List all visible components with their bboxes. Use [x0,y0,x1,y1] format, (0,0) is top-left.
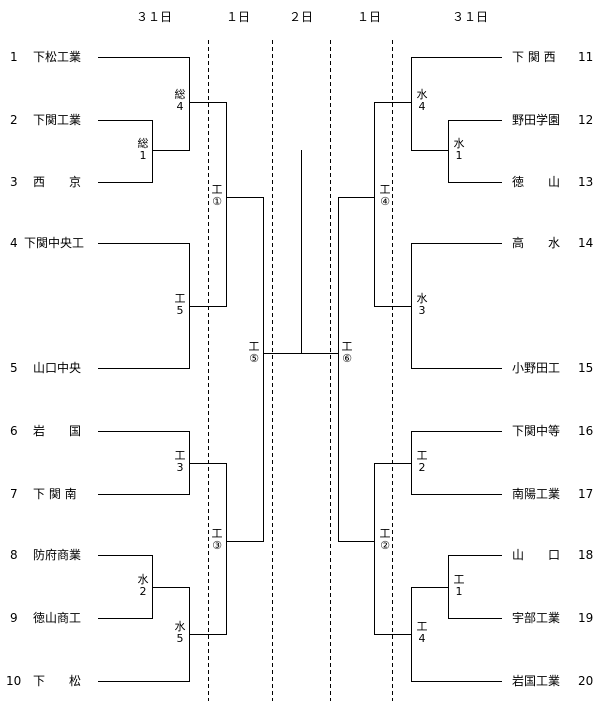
team-number: 15 [578,361,594,375]
team-number: 2 [10,113,18,127]
team-name: 下 関 西 [512,50,556,64]
team-number: 4 [10,236,18,250]
team-number: 19 [578,611,594,625]
date-header-left-round1: ３１日 [136,10,173,24]
team-name: 下関中央工 [24,236,85,250]
team-number: 17 [578,487,594,501]
team-number: 1 [10,50,18,64]
team-number: 8 [10,548,18,562]
team-name: 下関工業 [33,113,82,127]
team-name: 山口中央 [33,361,82,375]
team-name: 高 水 [512,236,561,250]
team-number: 20 [578,674,594,688]
team-name: 下関中等 [512,424,561,438]
team-name: 小野田工 [512,361,561,375]
date-header-right-round1: ３１日 [452,10,489,24]
team-name: 下 関 南 [33,487,77,501]
team-number: 16 [578,424,594,438]
team-name: 下 松 [33,674,82,688]
team-name: 下松工業 [33,50,82,64]
team-name: 岩国工業 [512,674,561,688]
team-name: 山 口 [512,548,561,562]
team-number: 7 [10,487,18,501]
team-name: 徳 山 [512,175,561,189]
team-name: 宇部工業 [512,611,561,625]
team-number: 14 [578,236,594,250]
team-number: 13 [578,175,594,189]
team-number: 10 [6,674,22,688]
team-number: 18 [578,548,594,562]
date-header-left-round2: １日 [226,10,251,24]
team-number: 11 [578,50,594,64]
team-name: 西 京 [33,175,82,189]
date-header-right-round2: １日 [357,10,382,24]
team-number: 12 [578,113,594,127]
team-name: 岩 国 [33,424,82,438]
team-number: 3 [10,175,18,189]
date-header-final: ２日 [289,10,314,24]
team-number: 9 [10,611,18,625]
team-number: 5 [10,361,18,375]
team-name: 南陽工業 [512,487,561,501]
team-name: 防府商業 [33,548,82,562]
team-name: 徳山商工 [33,611,82,625]
team-number: 6 [10,424,18,438]
team-name: 野田学園 [512,113,561,127]
